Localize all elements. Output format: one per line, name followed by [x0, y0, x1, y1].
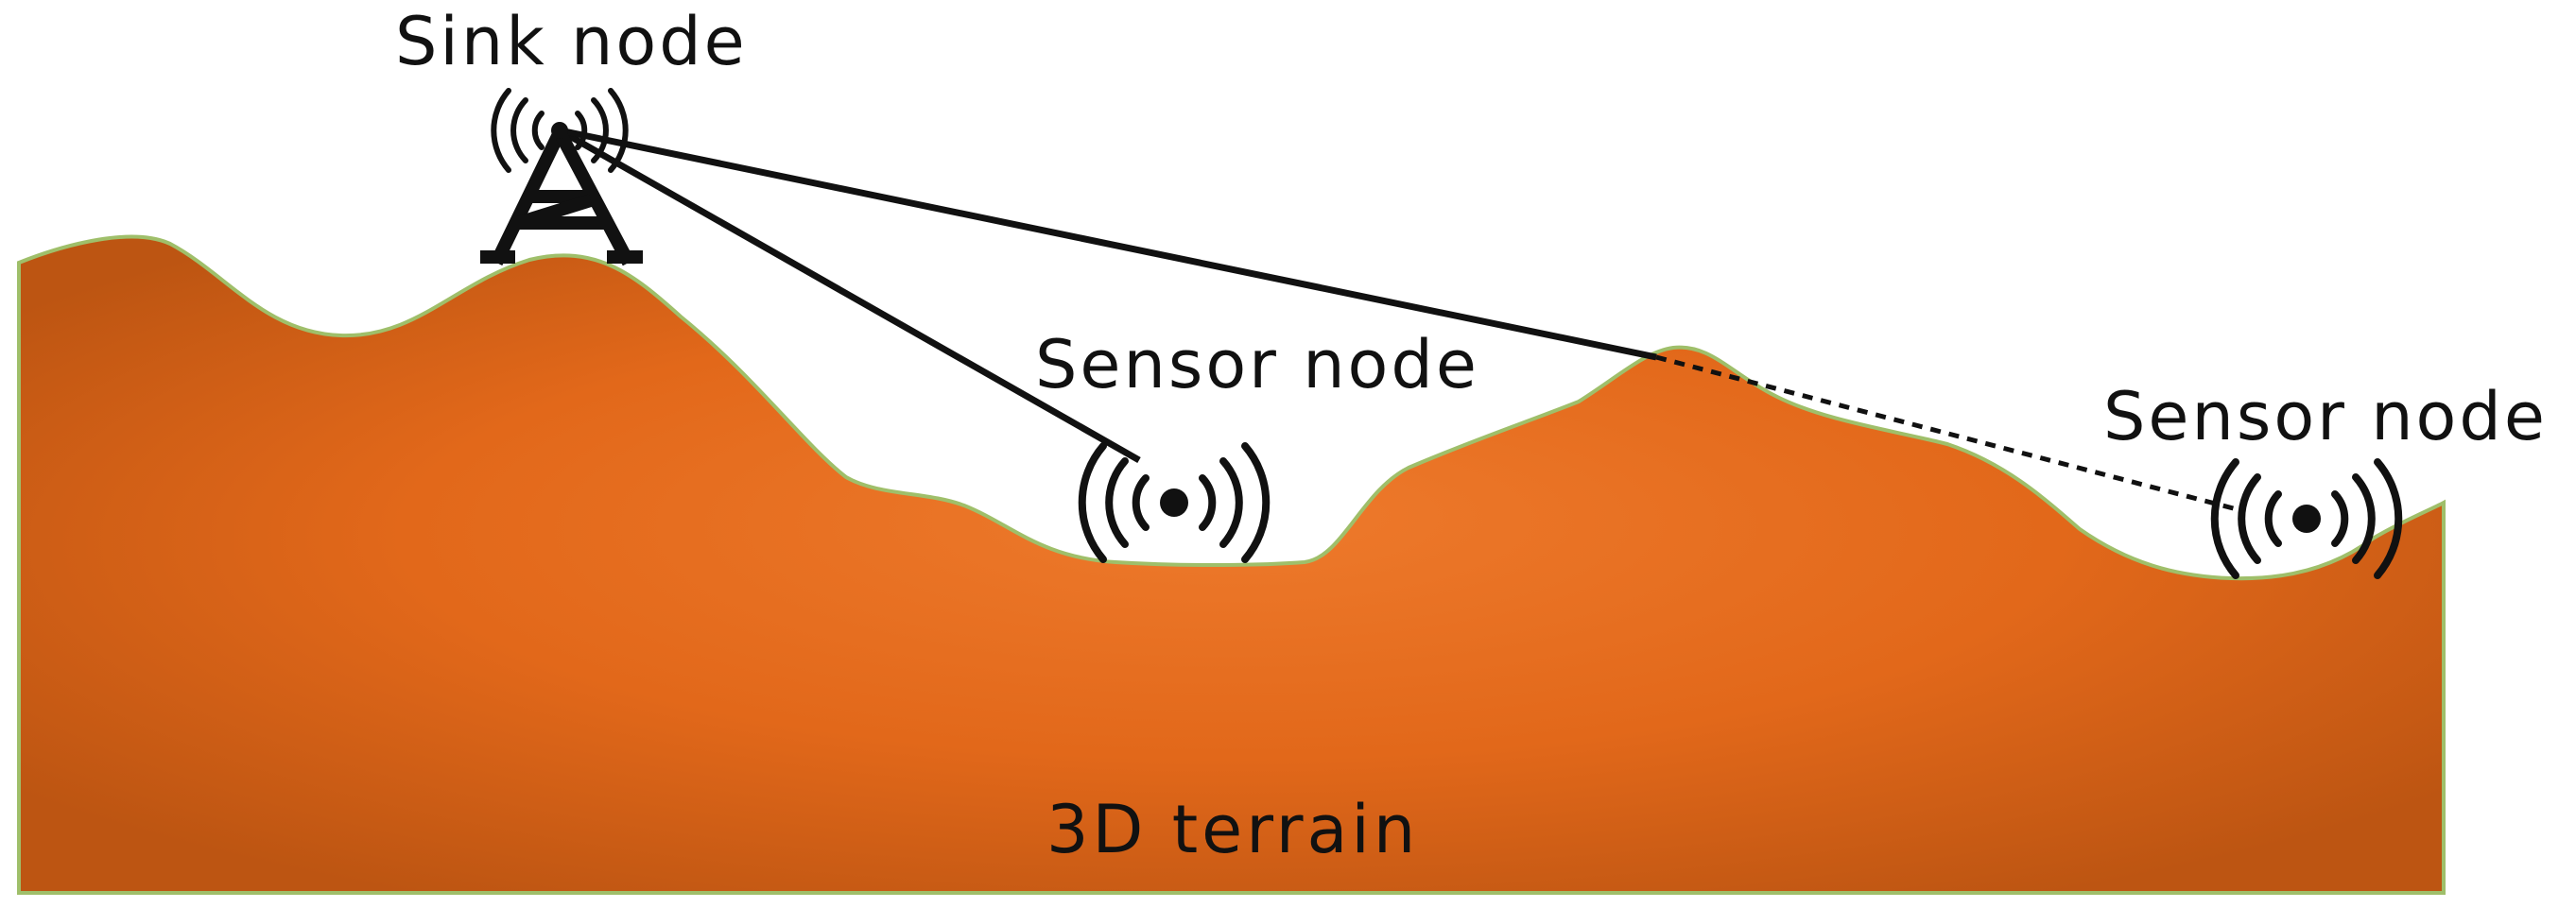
terrain-label: 3D terrain	[1046, 791, 1419, 868]
link-ridge-to-sensor-right-blocked	[1655, 354, 2241, 513]
tower-antenna-icon	[480, 88, 643, 266]
wireless-sensor-icon	[1078, 442, 1271, 563]
link-sink-to-ridge	[559, 127, 1657, 361]
sensor-node-label-middle: Sensor node	[1035, 326, 1479, 403]
link-sink-to-sensor-middle	[558, 127, 1141, 464]
terrain	[17, 234, 2446, 895]
wireless-sensor-icon	[2210, 458, 2403, 579]
sink-node-label: Sink node	[395, 3, 748, 80]
sensor-node-label-right: Sensor node	[2103, 378, 2548, 455]
